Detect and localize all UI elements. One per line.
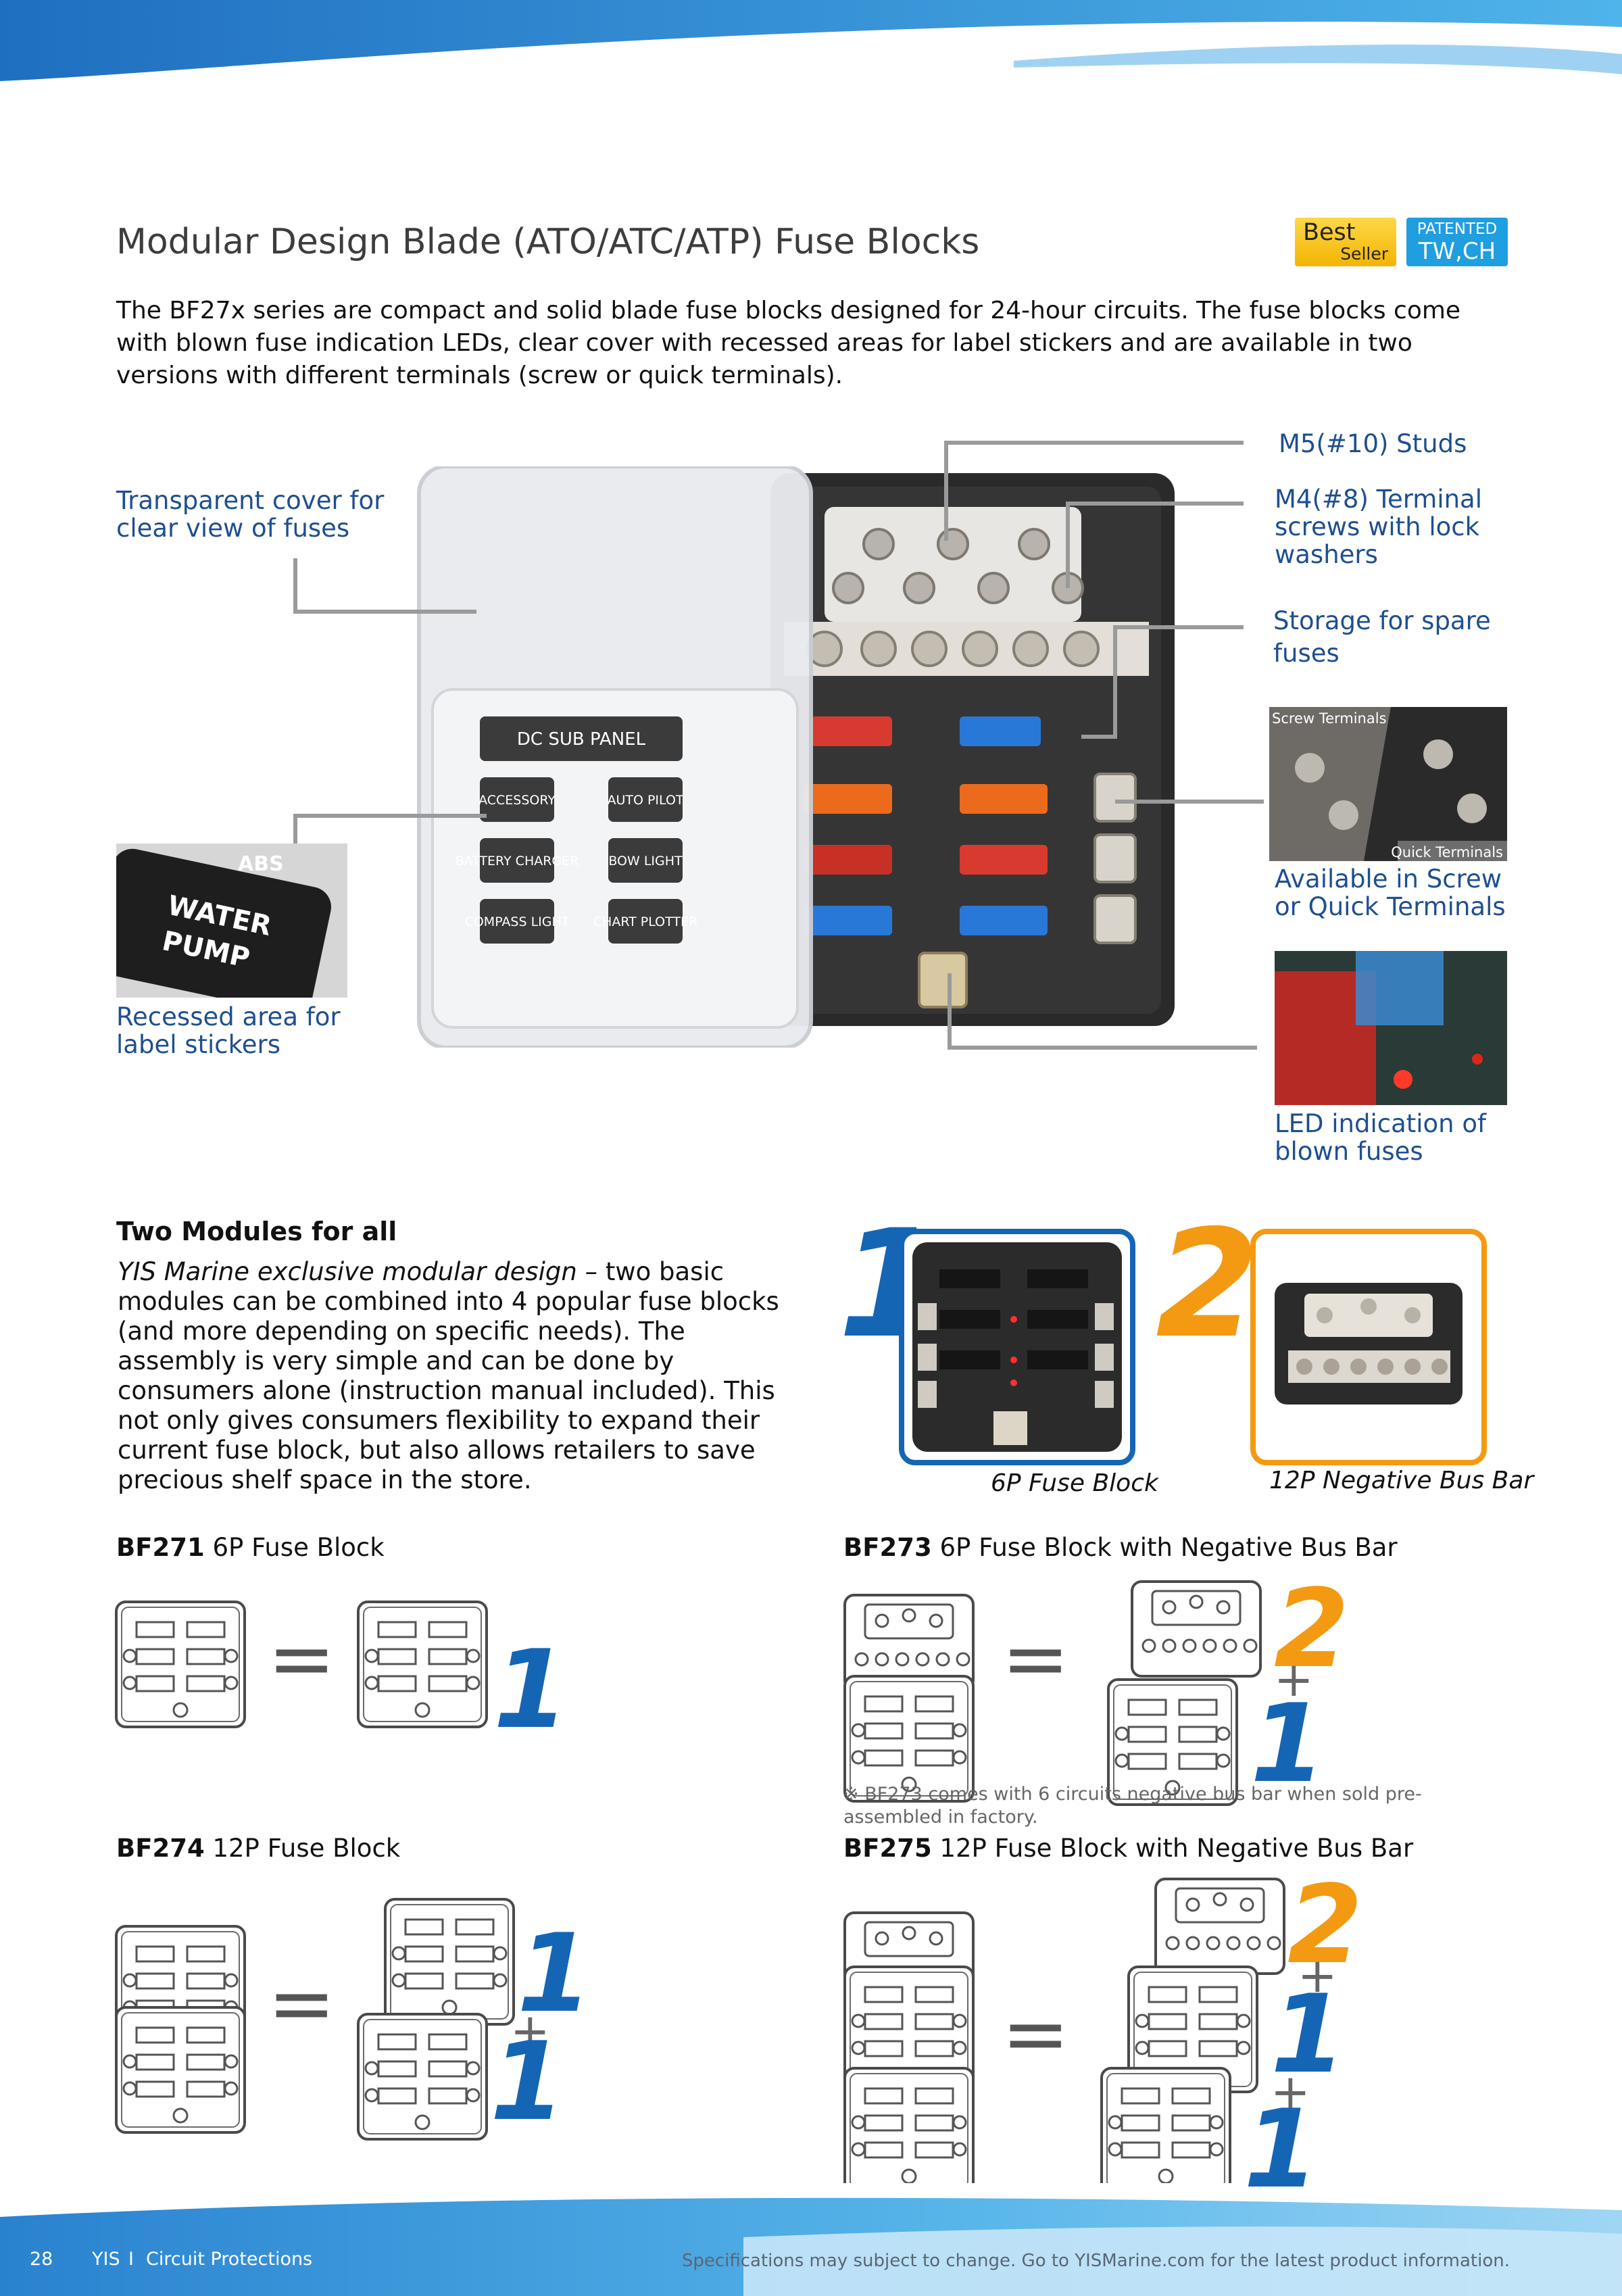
callout-led-line2: blown fuses <box>1275 1137 1423 1166</box>
svg-text:AUTO PILOT: AUTO PILOT <box>607 793 683 808</box>
num2-bf275: 2 <box>1287 1861 1363 1988</box>
callout-cover: Transparent cover for clear view of fuse… <box>116 487 384 542</box>
model-bf274-desc: 12P Fuse Block <box>204 1834 401 1863</box>
num1a-bf274: 1 <box>517 1910 593 2036</box>
callout-recessed-line1: Recessed area for <box>116 1002 341 1031</box>
callout-available-line2: or Quick Terminals <box>1275 892 1506 921</box>
module-number-2: 2 <box>1156 1198 1260 1371</box>
num1b-bf275: 1 <box>1244 2086 1319 2212</box>
model-bf275: BF275 12P Fuse Block with Negative Bus B… <box>843 1834 1413 1863</box>
callout-led: LED indication of blown fuses <box>1275 1110 1486 1165</box>
svg-text:BOW LIGHT: BOW LIGHT <box>608 854 683 869</box>
num1b-bf274: 1 <box>490 2018 566 2145</box>
callout-available: Available in Screw or Quick Terminals <box>1275 865 1506 921</box>
callout-studs: M5(#10) Studs <box>1279 429 1467 458</box>
callout-recessed-line2: label stickers <box>116 1030 281 1059</box>
sticker-photo: ABS WATER PUMP <box>116 844 347 998</box>
best-seller-badge: Best Seller <box>1295 218 1396 266</box>
num1-bf273: 1 <box>1250 1680 1326 1807</box>
callout-terminal-line3: washers <box>1275 540 1378 569</box>
svg-text:BATTERY CHARGER: BATTERY CHARGER <box>456 854 579 869</box>
model-bf273-desc: 6P Fuse Block with Negative Bus Bar <box>931 1533 1398 1562</box>
plus-b-bf275: + <box>1271 2064 1310 2120</box>
callout-terminal-line1: M4(#8) Terminal <box>1275 485 1483 514</box>
model-bf271-code: BF271 <box>116 1533 205 1562</box>
modules-paragraph-italic: YIS Marine exclusive modular design <box>118 1257 577 1286</box>
footer-page-number: 28 <box>30 2249 53 2270</box>
callout-available-line1: Available in Screw <box>1275 864 1502 894</box>
model-bf271: BF271 6P Fuse Block <box>116 1533 385 1562</box>
modules-paragraph-rest: – two basic modules can be combined into… <box>118 1257 779 1494</box>
footer-disclaimer: Specifications may subject to change. Go… <box>681 2251 1510 2271</box>
callout-cover-line1: Transparent cover for <box>116 486 385 515</box>
module-6p-fuse-block <box>899 1229 1135 1465</box>
plus-bf273: + <box>1274 1652 1314 1707</box>
callout-storage-line2: fuses <box>1273 639 1340 668</box>
module-12p-negative-bus-bar <box>1250 1229 1487 1465</box>
plus-a-bf275: + <box>1298 1948 1337 2003</box>
equals-bf273: = <box>1002 1612 1070 1706</box>
fuse-block-illustration: DC SUB PANEL ACCESSORY AUTO PILOT BATTER… <box>417 466 1175 1048</box>
model-bf274-code: BF274 <box>116 1834 205 1863</box>
model-bf273: BF273 6P Fuse Block with Negative Bus Ba… <box>843 1533 1398 1562</box>
badge-seller-text: Seller <box>1340 244 1388 264</box>
badge-country-text: TW,CH <box>1418 238 1496 265</box>
model-bf273-code: BF273 <box>843 1533 932 1562</box>
svg-text:Quick Terminals: Quick Terminals <box>1391 844 1503 860</box>
footer-brand: YIS <box>92 2249 120 2270</box>
svg-text:CHART PLOTTER: CHART PLOTTER <box>593 914 697 929</box>
callout-led-line1: LED indication of <box>1275 1109 1487 1138</box>
equals-bf275: = <box>1002 1987 1070 2081</box>
callout-storage: Storage for spare fuses <box>1273 605 1491 670</box>
svg-text:COMPASS LIGHT: COMPASS LIGHT <box>465 914 570 929</box>
svg-text:ABS: ABS <box>238 852 284 876</box>
bf273-note: ※ BF273 comes with 6 circuits negative b… <box>843 1784 1422 1828</box>
dc-sub-panel-label <box>480 716 683 761</box>
callout-cover-line2: clear view of fuses <box>116 514 350 543</box>
combination-diagrams <box>115 1580 1285 2183</box>
page-title: Modular Design Blade (ATO/ATC/ATP) Fuse … <box>116 222 980 262</box>
callout-recessed: Recessed area for label stickers <box>116 1003 341 1058</box>
num1a-bf275: 1 <box>1271 1971 1346 2097</box>
svg-text:DC SUB PANEL: DC SUB PANEL <box>517 729 646 750</box>
modules-heading: Two Modules for all <box>116 1217 397 1246</box>
svg-text:ACCESSORY: ACCESSORY <box>478 793 556 808</box>
intro-paragraph: The BF27x series are compact and solid b… <box>116 297 1461 389</box>
busbar-top <box>825 507 1081 622</box>
model-bf271-desc: 6P Fuse Block <box>204 1533 385 1562</box>
footer-separator: I <box>128 2249 134 2270</box>
num1-bf271: 1 <box>493 1626 569 1753</box>
badge-best-text: Best <box>1303 219 1356 246</box>
terminal-photo: Screw Terminals Quick Terminals <box>1269 707 1507 861</box>
caption-6p: 6P Fuse Block <box>991 1469 1158 1497</box>
model-bf275-code: BF275 <box>843 1834 932 1863</box>
callout-storage-line1: Storage for spare <box>1273 606 1491 635</box>
model-bf275-desc: 12P Fuse Block with Negative Bus Bar <box>931 1834 1414 1863</box>
equals-bf271: = <box>268 1612 336 1706</box>
model-bf274: BF274 12P Fuse Block <box>116 1834 400 1863</box>
bottom-wave-banner <box>0 2197 1622 2296</box>
plus-bf274: + <box>510 2003 550 2059</box>
svg-text:Screw Terminals: Screw Terminals <box>1272 710 1387 727</box>
led-photo <box>1275 951 1507 1105</box>
patented-badge: PATENTED TW,CH <box>1406 218 1508 266</box>
caption-12p: 12P Negative Bus Bar <box>1269 1467 1534 1494</box>
modules-paragraph: YIS Marine exclusive modular design – tw… <box>118 1257 793 1495</box>
num2-bf273: 2 <box>1274 1565 1350 1692</box>
footer-section: Circuit Protections <box>146 2249 313 2270</box>
callout-terminal: M4(#8) Terminal screws with lock washers <box>1275 485 1482 568</box>
top-wave-banner <box>0 0 1622 81</box>
equals-bf274: = <box>268 1957 336 2051</box>
callout-terminal-line2: screws with lock <box>1275 512 1480 541</box>
badge-patented-text: PATENTED <box>1417 220 1498 238</box>
